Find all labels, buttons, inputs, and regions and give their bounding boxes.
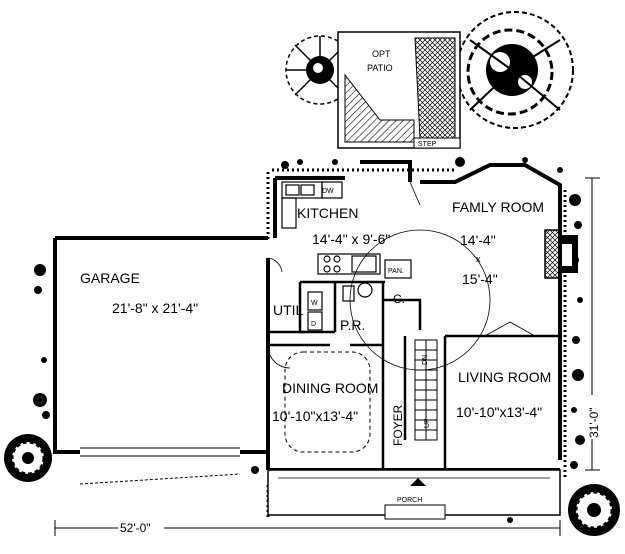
shrub-bottom-left-icon [4,434,52,482]
garage-label: GARAGE [80,270,140,286]
kitchen-label: KITCHEN [297,205,358,221]
dining-room-label: DINING ROOM [282,380,378,396]
kitchen-counters [281,181,412,302]
porch [267,469,561,520]
porch-label: PORCH [397,497,422,504]
shrub-bottom-right-icon [568,484,620,536]
garage-dimensions: 21'-8" x 21'-4" [112,300,198,316]
washer-dryer [307,291,323,331]
living-room-label: LIVING ROOM [458,369,551,385]
stairs-up-label: UP [424,418,431,428]
dining-table [284,351,371,453]
dishwasher-label: DW [322,188,334,195]
closet-label: C. [393,292,405,306]
depth-dimension-label: 31'-0" [587,407,601,438]
dryer-label: D [311,321,316,328]
patio: OPT PATIO STEP [337,31,461,149]
powder-room-label: P.R. [340,317,365,333]
foyer-label: FOYER [391,404,405,446]
patio-label: OPT [372,49,391,59]
interior-walls [268,280,560,470]
stairs-down-label: DN [422,355,429,365]
stairs [414,339,438,441]
tree-large-icon [456,11,574,129]
door-swings [267,181,536,371]
dining-room-dimensions: 10'-10"x13'-4" [272,408,358,424]
fireplace-icon [544,229,578,279]
family-room-x: x [476,254,481,264]
step-label: STEP [418,141,437,148]
family-room-dim-1: 14'-4" [460,232,496,248]
kitchen-dimensions: 14'-4" x 9'-6" [312,231,390,247]
tree-small-icon [285,35,355,105]
patio-label: PATIO [367,63,393,73]
washer-label: W [311,300,318,307]
family-room-dim-2: 15'-4" [462,271,498,287]
garage-door [79,447,241,485]
pantry-label: PAN. [388,268,404,275]
living-room-dimensions: 10'-10"x13'-4" [456,404,542,420]
utility-label: UTIL [273,302,304,318]
family-room-label: FAMLY ROOM [452,199,544,215]
width-dimension-label: 52'-0" [120,521,151,535]
